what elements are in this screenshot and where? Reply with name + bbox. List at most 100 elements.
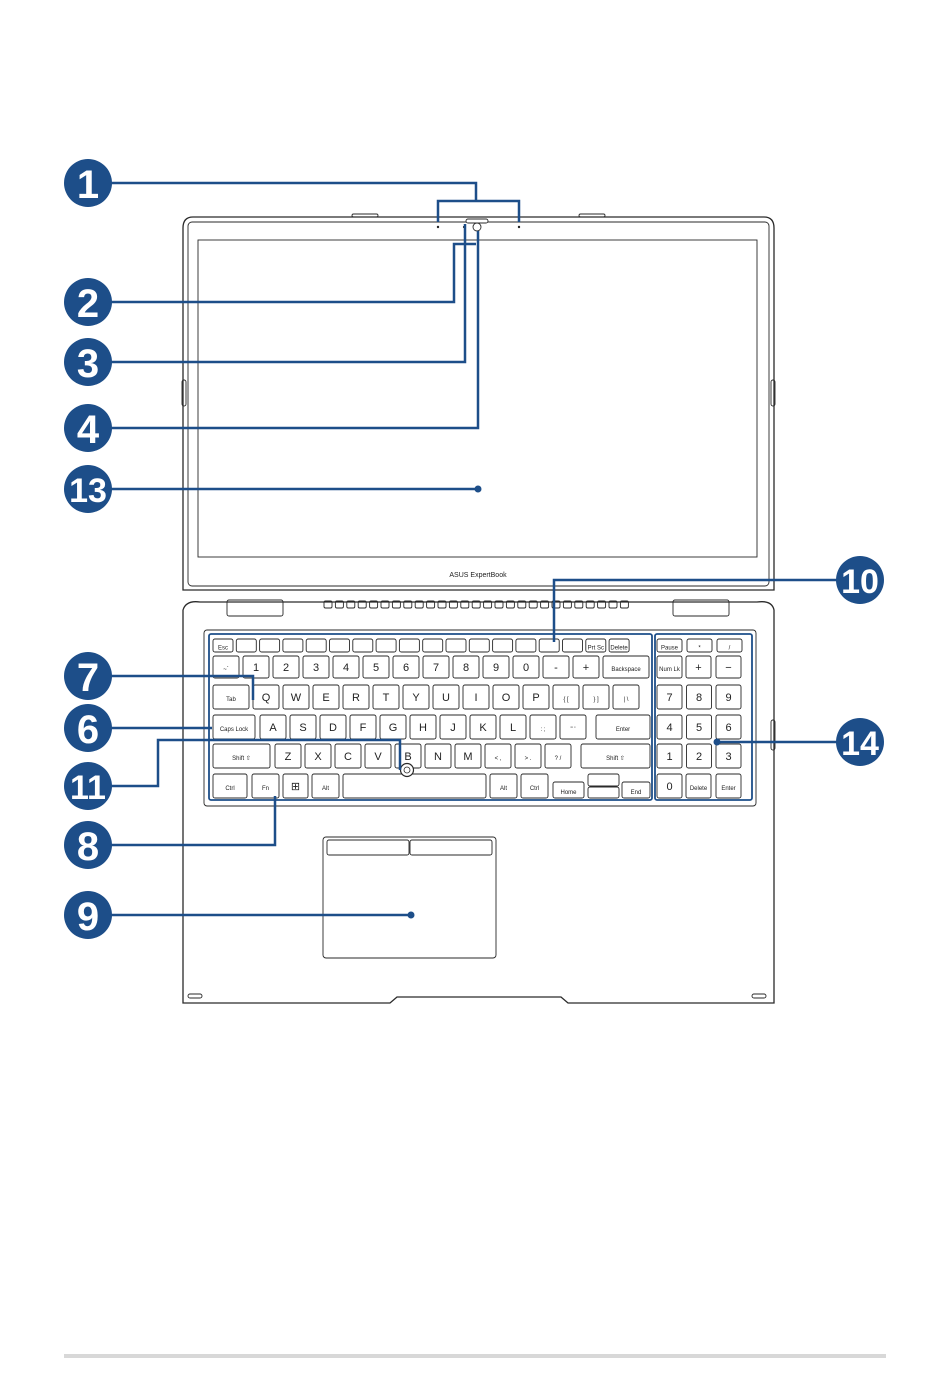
key[interactable]: L (499, 714, 527, 740)
key[interactable]: Enter (595, 714, 651, 740)
key[interactable]: Y (402, 684, 430, 710)
key[interactable]: 2 (272, 655, 300, 679)
key[interactable]: ~` (212, 655, 240, 679)
key[interactable] (259, 638, 281, 653)
key[interactable]: | \ (612, 684, 640, 710)
key[interactable] (515, 638, 537, 653)
key[interactable]: 0 (512, 655, 540, 679)
key[interactable] (538, 638, 560, 653)
key[interactable]: Fn (251, 773, 280, 799)
key[interactable]: Tab (212, 684, 250, 710)
key[interactable]: Q (252, 684, 280, 710)
key[interactable] (352, 638, 374, 653)
key[interactable]: Ctrl (212, 773, 248, 799)
key[interactable] (282, 638, 304, 653)
key[interactable]: H (409, 714, 437, 740)
key[interactable] (342, 773, 487, 799)
key[interactable]: Delete (608, 638, 630, 653)
key[interactable]: 5 (362, 655, 390, 679)
key[interactable]: > . (514, 743, 542, 769)
key[interactable]: S (289, 714, 317, 740)
key[interactable]: Enter (715, 773, 742, 799)
key[interactable]: * (686, 638, 713, 653)
key[interactable]: Prt Sc (585, 638, 607, 653)
key[interactable]: 7 (422, 655, 450, 679)
key[interactable] (329, 638, 350, 653)
key[interactable]: < , (484, 743, 512, 769)
key[interactable]: − (715, 655, 742, 679)
key[interactable]: Home (552, 781, 585, 799)
key[interactable] (468, 638, 490, 653)
key[interactable]: D (319, 714, 347, 740)
key[interactable]: { [ (552, 684, 580, 710)
key[interactable]: Backspace (602, 655, 650, 679)
key[interactable]: E (312, 684, 340, 710)
key[interactable] (587, 786, 620, 799)
key[interactable]: " ' (559, 714, 587, 740)
key[interactable]: + (685, 655, 712, 679)
key[interactable]: Esc (212, 638, 234, 653)
key[interactable]: - (542, 655, 570, 679)
key[interactable]: F (349, 714, 377, 740)
key[interactable]: Pause (656, 638, 683, 653)
key[interactable]: 3 (715, 743, 742, 769)
key[interactable]: C (334, 743, 362, 769)
key[interactable]: G (379, 714, 407, 740)
key[interactable] (562, 638, 583, 653)
key[interactable]: M (454, 743, 482, 769)
key[interactable]: U (432, 684, 460, 710)
key[interactable] (398, 638, 420, 653)
key[interactable]: 2 (686, 743, 712, 769)
key[interactable]: B (394, 743, 422, 769)
key[interactable]: ⊞ (282, 773, 309, 799)
key[interactable]: O (492, 684, 520, 710)
key[interactable]: } ] (582, 684, 610, 710)
key[interactable]: Shift ⇧ (212, 743, 271, 769)
key[interactable]: J (439, 714, 467, 740)
key[interactable]: Shift ⇧ (580, 743, 651, 769)
key[interactable]: 9 (482, 655, 510, 679)
touchpad-right-button[interactable] (409, 839, 493, 856)
key[interactable]: Ctrl (520, 773, 549, 799)
key[interactable]: / (716, 638, 743, 653)
key[interactable]: A (259, 714, 287, 740)
key[interactable]: ? / (544, 743, 572, 769)
key[interactable]: 8 (686, 684, 712, 710)
key[interactable]: R (342, 684, 370, 710)
key[interactable]: 4 (656, 714, 683, 740)
key[interactable]: 6 (392, 655, 420, 679)
key[interactable]: K (469, 714, 497, 740)
key[interactable]: N (424, 743, 452, 769)
key[interactable]: Num Lk (656, 655, 683, 679)
key[interactable]: 4 (332, 655, 360, 679)
key[interactable]: 3 (302, 655, 330, 679)
key[interactable]: 8 (452, 655, 480, 679)
touchpad-left-button[interactable] (326, 839, 410, 856)
key[interactable]: Caps Lock (212, 714, 256, 740)
key[interactable]: Z (274, 743, 302, 769)
key[interactable]: P (522, 684, 550, 710)
key[interactable]: 1 (656, 743, 683, 769)
key[interactable]: X (304, 743, 332, 769)
key[interactable]: 7 (656, 684, 683, 710)
key[interactable]: Alt (311, 773, 340, 799)
key[interactable] (445, 638, 467, 653)
key[interactable] (235, 638, 257, 653)
key[interactable]: V (364, 743, 392, 769)
key[interactable]: T (372, 684, 400, 710)
key[interactable]: 1 (242, 655, 270, 679)
key[interactable] (492, 638, 514, 653)
touchpad[interactable] (322, 836, 497, 959)
key[interactable]: 0 (656, 773, 683, 799)
key[interactable]: + (572, 655, 600, 679)
key[interactable]: Delete (685, 773, 712, 799)
key[interactable]: End (621, 781, 651, 799)
key[interactable]: Alt (489, 773, 518, 799)
key[interactable] (587, 773, 620, 787)
key[interactable]: : ; (529, 714, 557, 740)
key[interactable] (305, 638, 327, 653)
key[interactable]: W (282, 684, 310, 710)
key[interactable] (422, 638, 444, 653)
key[interactable]: I (462, 684, 490, 710)
key[interactable] (375, 638, 397, 653)
